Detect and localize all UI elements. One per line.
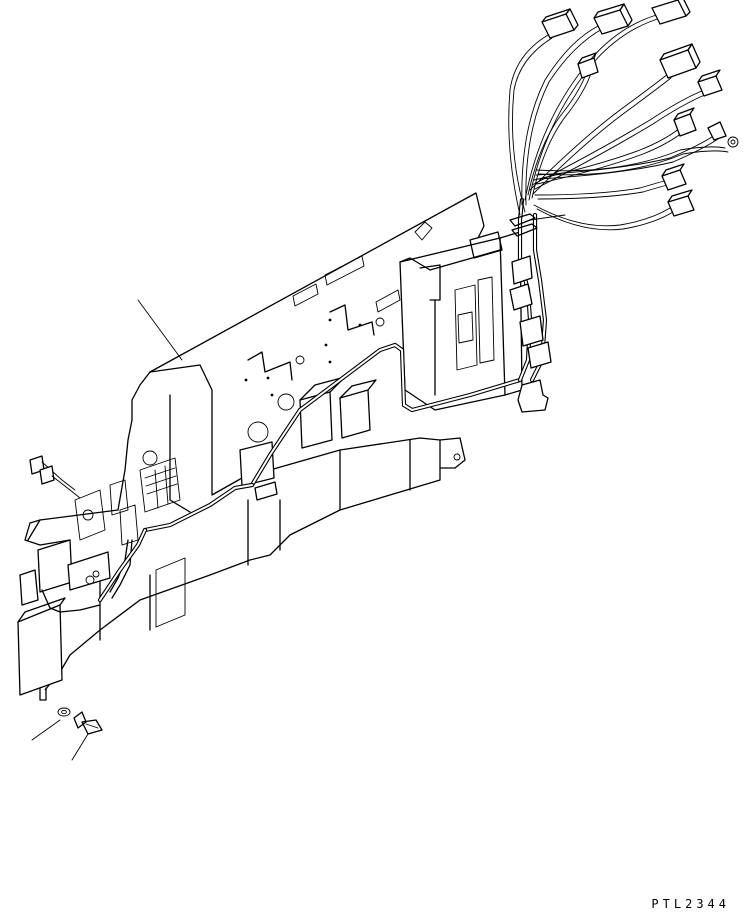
lower-channel	[45, 365, 465, 690]
connector-plug-7	[674, 108, 696, 136]
center-relays	[240, 377, 376, 500]
harness-branches	[509, 14, 728, 230]
connector-plug-10	[668, 190, 694, 216]
connector-plug-9	[662, 164, 686, 190]
harness-left-route	[100, 485, 252, 600]
fuse-box	[400, 232, 522, 410]
washer	[58, 708, 70, 716]
ring-terminal	[728, 137, 738, 147]
bolt	[74, 712, 102, 734]
upper-bracket	[248, 305, 384, 380]
connector-plug-4	[578, 53, 598, 78]
connector-plug-1	[542, 9, 578, 38]
harness-main-route	[252, 345, 520, 485]
connector-plug-2	[594, 4, 632, 34]
left-bracket	[20, 451, 180, 612]
connector-plug-3	[652, 0, 690, 24]
drawing-code: PTL2344	[651, 897, 730, 911]
relay-box	[18, 598, 65, 700]
leader-lines	[32, 215, 565, 760]
connector-plug-8	[708, 122, 726, 140]
harness-riser	[510, 200, 551, 412]
connector-plug-5	[660, 44, 700, 78]
connector-plug-6	[698, 70, 722, 96]
connector-plug-left-2	[40, 466, 80, 498]
